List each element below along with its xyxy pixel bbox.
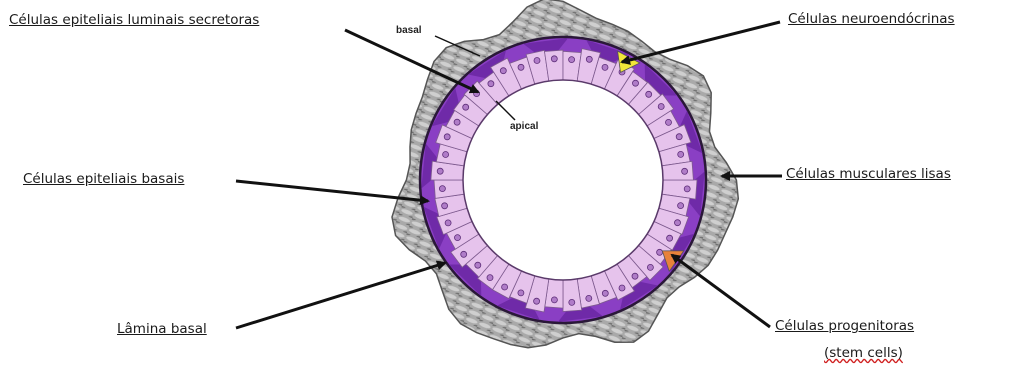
cell-nucleus <box>647 264 653 270</box>
label-progenitor-line2: (stem cells) <box>824 345 903 361</box>
cell-nucleus <box>682 168 688 174</box>
cell-nucleus <box>684 186 690 192</box>
cell-nucleus <box>633 80 639 86</box>
cell-nucleus <box>619 285 625 291</box>
cell-nucleus <box>632 273 638 279</box>
cell-nucleus <box>551 297 557 303</box>
cell-nucleus <box>439 186 445 192</box>
label-neuroendocrine: Células neuroendócrinas <box>788 11 955 27</box>
cell-nucleus <box>666 119 672 125</box>
cell-nucleus <box>502 284 508 290</box>
label-progenitor-line1: Células progenitoras <box>775 318 914 334</box>
cell-nucleus <box>500 68 506 74</box>
cell-nucleus <box>445 220 451 226</box>
cell-nucleus <box>678 203 684 209</box>
arrow-basal <box>236 181 428 201</box>
cell-nucleus <box>534 58 540 64</box>
cell-nucleus <box>646 91 652 97</box>
cell-nucleus <box>657 249 663 255</box>
cell-nucleus <box>658 104 664 110</box>
cell-nucleus <box>518 290 524 296</box>
cell-nucleus <box>488 81 494 87</box>
cell-nucleus <box>586 295 592 301</box>
cell-nucleus <box>569 57 575 63</box>
cell-nucleus <box>602 64 608 70</box>
cell-nucleus <box>569 299 575 305</box>
cell-nucleus <box>454 119 460 125</box>
cell-nucleus <box>443 152 449 158</box>
cell-nucleus <box>602 290 608 296</box>
cell-nucleus <box>534 298 540 304</box>
cell-nucleus <box>487 275 493 281</box>
label-smooth-muscle: Células musculares lisas <box>786 166 951 182</box>
cell-nucleus <box>437 168 443 174</box>
cell-nucleus <box>551 56 557 62</box>
cell-nucleus <box>667 235 673 241</box>
lumen <box>463 80 663 280</box>
label-apical-small: apical <box>510 121 538 132</box>
label-basal-lamina: Lâmina basal <box>117 321 207 337</box>
label-basal-small: basal <box>396 25 422 36</box>
cell-nucleus <box>455 235 461 241</box>
cell-nucleus <box>444 134 450 140</box>
cell-nucleus <box>586 56 592 62</box>
label-basal-cells: Células epiteliais basais <box>23 171 184 187</box>
cell-nucleus <box>442 203 448 209</box>
cell-nucleus <box>678 151 684 157</box>
cell-nucleus <box>463 104 469 110</box>
arrow-lamina <box>236 263 445 328</box>
cell-nucleus <box>475 262 481 268</box>
cell-nucleus <box>461 251 467 257</box>
cell-nucleus <box>676 134 682 140</box>
arrow-progenitor <box>672 255 770 327</box>
label-luminal-cells: Células epiteliais luminais secretoras <box>9 12 259 28</box>
arrow-neuro <box>622 22 780 62</box>
cell-nucleus <box>518 64 524 70</box>
cell-nucleus <box>675 220 681 226</box>
